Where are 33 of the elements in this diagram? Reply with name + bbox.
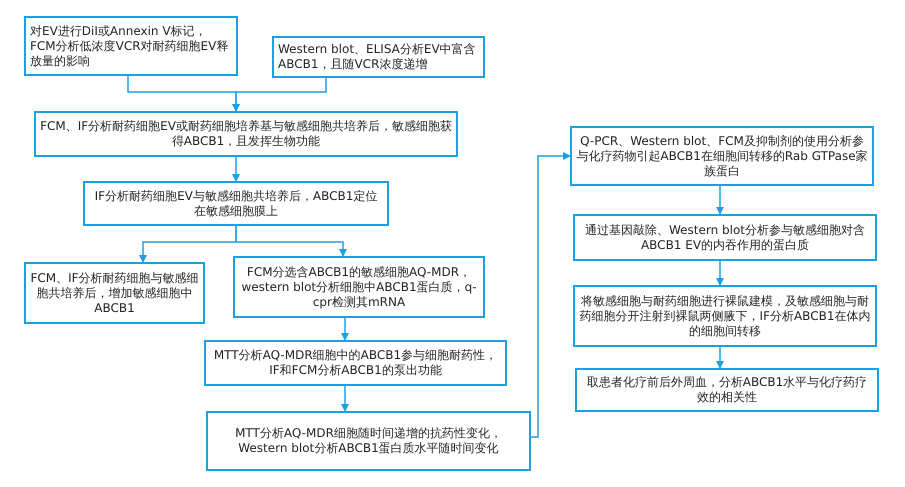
process-box xyxy=(24,262,205,324)
process-box xyxy=(575,368,879,412)
step-text: 将敏感细胞与耐药细胞进行裸鼠建模，及敏感细胞与耐药细胞分开注射到裸鼠两侧腋下，IF分析ABCB1在体内的细胞间转移 xyxy=(579,294,871,338)
arrow xyxy=(716,347,724,369)
step-text: IF分析耐药细胞EV与敏感细胞共培养后，ABCB1定位在敏感细胞膜上 xyxy=(94,188,378,218)
step-text: 对EV进行DiI或Annexin V标记，FCM分析低浓度VCR对耐药细胞EV释放量的影响 xyxy=(30,24,230,68)
process-box xyxy=(573,214,877,261)
step-text: Q-PCR、Western blot、FCM及抑制剂的使用分析参与化疗药物引起ABCB1在细胞间转移的Rab GTPase家族蛋白 xyxy=(576,134,868,178)
process-box xyxy=(570,126,874,186)
step-text: 取患者化疗前后外周血，分析ABCB1水平与化疗药疗效的相关性 xyxy=(586,375,868,405)
step-text: FCM分选含ABCB1的敏感细胞AQ-MDR，western blot分析细胞中ABCB1蛋白质，q-cpr检测其mRNA xyxy=(240,264,478,310)
process-box xyxy=(272,36,485,78)
arrow xyxy=(531,152,571,438)
arrow xyxy=(235,226,347,257)
process-box xyxy=(573,285,877,347)
process-box xyxy=(83,181,389,226)
step-text: FCM、IF分析耐药细胞与敏感细胞共培养后，增加敏感细胞中ABCB1 xyxy=(30,270,199,316)
step-text: MTT分析AQ-MDR细胞随时间递增的抗药性变化，Western blot分析ABCB1蛋白质水平随时间变化 xyxy=(234,426,503,456)
process-box xyxy=(206,411,531,471)
arrow xyxy=(341,386,349,412)
process-box xyxy=(34,111,458,157)
step-text: MTT分析AQ-MDR细胞中的ABCB1参与细胞耐药性，IF和FCM分析ABCB1的泵出功能 xyxy=(212,348,498,378)
arrow xyxy=(232,78,327,112)
arrow xyxy=(341,318,349,341)
arrow xyxy=(716,186,724,215)
arrow xyxy=(232,157,240,182)
step-text: Western blot、ELISA分析EV中富含ABCB1，且随VCR浓度递增 xyxy=(278,42,477,72)
process-box xyxy=(204,340,507,386)
arrow xyxy=(716,261,724,286)
step-text: 通过基因敲除、Western blot分析参与敏感细胞对含ABCB1 EV的内吞作用的蛋白质 xyxy=(584,222,866,252)
process-box xyxy=(24,16,238,76)
step-text: FCM、IF分析耐药细胞EV或耐药细胞培养基与敏感细胞共培养后，敏感细胞获得ABCB1，且发挥生物功能 xyxy=(40,119,452,149)
process-box xyxy=(233,256,485,318)
